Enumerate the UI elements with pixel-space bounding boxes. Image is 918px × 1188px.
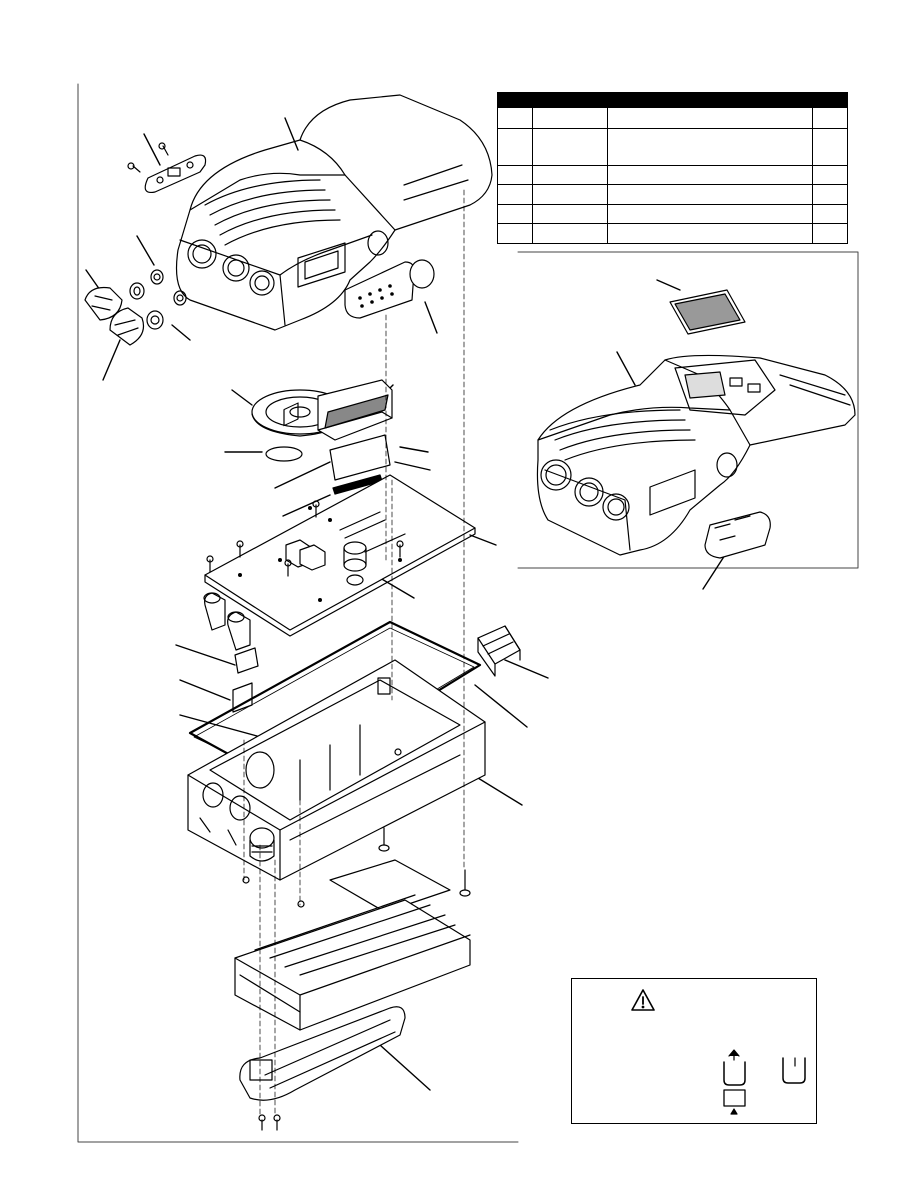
battery-pack <box>234 894 471 1031</box>
table-cell <box>812 127 848 166</box>
parts-table-header <box>497 92 848 108</box>
belt-clip <box>239 1006 406 1101</box>
rear-chassis <box>187 659 486 881</box>
header-cell <box>497 92 533 108</box>
alt-front-case <box>536 354 856 556</box>
ptt-key <box>344 259 435 319</box>
header-cell <box>812 92 848 108</box>
tab-diagram-icon <box>723 1061 746 1086</box>
label-sticker <box>329 859 451 913</box>
panel-frame <box>77 83 859 1143</box>
speaker-assembly <box>251 379 393 495</box>
table-cell <box>812 223 848 244</box>
alt-side-key <box>704 511 771 559</box>
table-cell <box>532 127 608 166</box>
caution-box <box>571 978 817 1124</box>
table-row <box>497 107 848 129</box>
knobs-and-washers <box>84 269 187 346</box>
header-cell <box>532 92 608 108</box>
table-cell <box>607 127 813 166</box>
leader-lines <box>85 117 726 1091</box>
contact-plate <box>127 142 207 194</box>
alt-sticker <box>669 289 746 335</box>
table-row <box>497 203 848 225</box>
table-row <box>497 164 848 186</box>
table-row <box>497 184 848 205</box>
table-row <box>497 127 848 166</box>
main-pcb <box>203 402 476 651</box>
table-row <box>497 223 848 244</box>
caution-drawing <box>631 989 806 1115</box>
shield-clip <box>477 625 521 677</box>
front-case <box>175 94 493 331</box>
parts-table <box>497 92 848 244</box>
alignment-lines <box>243 189 465 1116</box>
screws <box>242 827 471 1131</box>
header-cell <box>607 92 813 108</box>
